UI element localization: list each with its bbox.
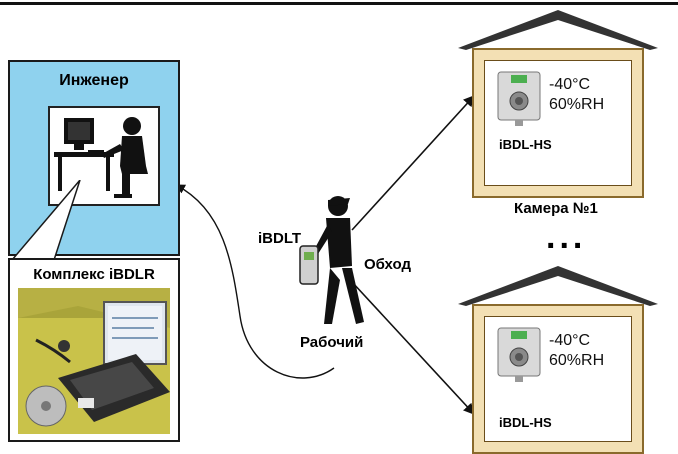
chamber-1-caption: Камера №1 bbox=[514, 200, 598, 217]
chamber-reading: -40°C 60%RH bbox=[549, 331, 604, 371]
temperature-value: -40°C bbox=[549, 76, 591, 93]
logger-model: iBDL-HS bbox=[499, 415, 552, 430]
sensor-icon bbox=[497, 71, 541, 126]
engineer-window bbox=[48, 106, 160, 206]
ellipsis: ... bbox=[546, 218, 587, 256]
engineer-box: Инженер bbox=[8, 60, 180, 256]
arrow-to-chamber-2 bbox=[351, 281, 475, 415]
chamber-2: -40°C 60%RH iBDL-HS bbox=[458, 264, 658, 454]
chamber-walls: -40°C 60%RH iBDL-HS bbox=[472, 48, 644, 198]
chamber-walls: -40°C 60%RH iBDL-HS bbox=[472, 304, 644, 454]
laptop-photo bbox=[18, 288, 170, 434]
callout-pointer bbox=[10, 180, 81, 261]
complex-box: Комплекс iBDLR bbox=[8, 258, 180, 442]
worker-figure bbox=[299, 196, 364, 324]
chamber-1: -40°C 60%RH iBDL-HS bbox=[458, 8, 658, 198]
route-label: Обход bbox=[364, 256, 412, 273]
chamber-interior: -40°C 60%RH iBDL-HS bbox=[484, 60, 632, 186]
engineer-at-computer-icon bbox=[54, 117, 148, 198]
device-label: iBDLT bbox=[258, 230, 302, 247]
humidity-value: 60%RH bbox=[549, 352, 605, 369]
engineer-title: Инженер bbox=[59, 72, 129, 89]
logger-model: iBDL-HS bbox=[499, 137, 552, 152]
chamber-interior: -40°C 60%RH iBDL-HS bbox=[484, 316, 632, 442]
sensor-icon bbox=[497, 327, 541, 382]
complex-title: Комплекс iBDLR bbox=[33, 266, 155, 283]
worker-label: Рабочий bbox=[300, 334, 364, 351]
arrow-to-chamber-1 bbox=[351, 95, 475, 231]
roof-icon bbox=[458, 266, 658, 306]
humidity-value: 60%RH bbox=[549, 96, 605, 113]
chamber-reading: -40°C 60%RH bbox=[549, 75, 604, 115]
arrow-to-engineer bbox=[175, 184, 335, 379]
temperature-value: -40°C bbox=[549, 332, 591, 349]
roof-icon bbox=[458, 10, 658, 50]
top-rule bbox=[0, 2, 678, 5]
